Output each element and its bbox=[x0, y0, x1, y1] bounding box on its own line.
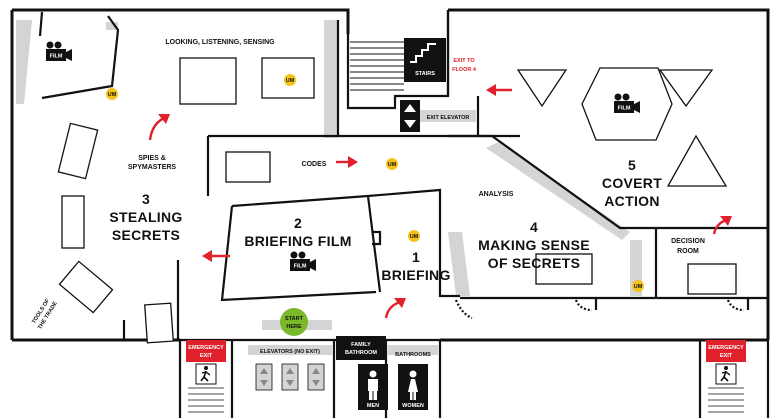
briefing-label: BRIEFING bbox=[381, 267, 450, 283]
making-sense-line1: MAKING SENSE bbox=[478, 237, 590, 253]
emergency-exit-left[interactable]: EMERGENCY EXIT bbox=[186, 340, 226, 413]
stealing-line2: SECRETS bbox=[112, 227, 180, 243]
interior-walls bbox=[38, 11, 770, 418]
analysis-label: ANALYSIS bbox=[479, 191, 514, 198]
film-camera-icon: FILM bbox=[46, 41, 72, 61]
emergency-left-line1: EMERGENCY bbox=[188, 345, 224, 351]
svg-text:FILM: FILM bbox=[50, 54, 63, 60]
making-sense-line2: OF SECRETS bbox=[488, 255, 580, 271]
svg-text:UM: UM bbox=[634, 284, 643, 290]
looking-label: LOOKING, LISTENING, SENSING bbox=[165, 39, 275, 46]
stairs-icon bbox=[410, 43, 436, 63]
um-badges: UM UM UM UM UM bbox=[106, 74, 644, 292]
elevators-label: ELEVATORS (NO EXIT) bbox=[260, 349, 320, 355]
um-badge-icon: UM bbox=[106, 88, 118, 100]
gray-corridors bbox=[16, 20, 642, 355]
emergency-stairs-left bbox=[188, 387, 224, 413]
direction-arrow-icon bbox=[486, 84, 512, 96]
outer-walls bbox=[10, 8, 770, 342]
svg-text:UM: UM bbox=[410, 234, 419, 240]
direction-arrow-icon bbox=[712, 216, 732, 235]
start-line2: HERE bbox=[286, 324, 302, 330]
exit-floor-line1: EXIT TO bbox=[453, 58, 475, 64]
elevator-up-icon bbox=[404, 104, 416, 112]
women-label: WOMEN bbox=[402, 403, 424, 409]
exit-floor-line2: FLOOR 4 bbox=[452, 67, 477, 73]
um-badge-icon: UM bbox=[408, 230, 420, 242]
briefing-film-number: 2 bbox=[294, 215, 302, 231]
exit-elevator[interactable]: EXIT ELEVATOR bbox=[400, 100, 469, 132]
emergency-left-line2: EXIT bbox=[200, 353, 213, 359]
elevators-no-exit[interactable]: ELEVATORS (NO EXIT) bbox=[255, 349, 325, 391]
start-here-badge[interactable]: START HERE bbox=[280, 308, 308, 336]
direction-arrow-icon bbox=[148, 114, 170, 141]
briefing-film-label: BRIEFING FILM bbox=[244, 233, 351, 249]
svg-text:FILM: FILM bbox=[294, 264, 307, 270]
elevator-arrows-icon bbox=[260, 368, 320, 386]
decision-line1: DECISION bbox=[671, 238, 705, 245]
emergency-right-line1: EMERGENCY bbox=[708, 345, 744, 351]
room-labels: LOOKING, LISTENING, SENSING 3 STEALING S… bbox=[31, 39, 705, 331]
decision-line2: ROOM bbox=[677, 248, 699, 255]
direction-arrows bbox=[148, 84, 732, 319]
stairs-area: STAIRS bbox=[350, 38, 446, 91]
um-badge-icon: UM bbox=[284, 74, 296, 86]
elevator-down-icon bbox=[404, 120, 416, 128]
making-sense-number: 4 bbox=[530, 219, 538, 235]
stealing-line1: STEALING bbox=[109, 209, 182, 225]
svg-text:UM: UM bbox=[286, 78, 295, 84]
svg-text:UM: UM bbox=[108, 92, 117, 98]
exit-running-icon bbox=[720, 366, 731, 382]
film-markers: FILM FILM FILM bbox=[46, 41, 640, 271]
covert-number: 5 bbox=[628, 157, 636, 173]
svg-text:UM: UM bbox=[388, 162, 397, 168]
spies-line2: SPYMASTERS bbox=[128, 164, 177, 171]
covert-line2: ACTION bbox=[604, 193, 659, 209]
exit-elevator-label: EXIT ELEVATOR bbox=[427, 115, 470, 121]
stairs-label: STAIRS bbox=[415, 71, 435, 77]
family-line1: FAMILY bbox=[351, 342, 371, 348]
um-badge-icon: UM bbox=[632, 280, 644, 292]
emergency-stairs-right bbox=[708, 387, 744, 413]
svg-text:FILM: FILM bbox=[618, 106, 631, 112]
covert-line1: COVERT bbox=[602, 175, 662, 191]
men-label: MEN bbox=[367, 403, 379, 409]
direction-arrow-icon bbox=[202, 250, 230, 262]
family-line2: BATHROOM bbox=[345, 350, 377, 356]
man-icon bbox=[368, 370, 378, 400]
direction-arrow-icon bbox=[336, 156, 358, 168]
exit-running-icon bbox=[200, 366, 211, 382]
spies-line1: SPIES & bbox=[138, 155, 166, 162]
codes-label: CODES bbox=[302, 161, 327, 168]
um-badge-icon: UM bbox=[386, 158, 398, 170]
bathrooms[interactable]: BATHROOMS WOMEN bbox=[395, 352, 431, 410]
film-camera-icon: FILM bbox=[290, 251, 316, 271]
emergency-right-line2: EXIT bbox=[720, 353, 733, 359]
emergency-exit-right[interactable]: EMERGENCY EXIT bbox=[706, 340, 746, 413]
stealing-number: 3 bbox=[142, 191, 150, 207]
bathrooms-label: BATHROOMS bbox=[395, 352, 431, 358]
woman-icon bbox=[408, 370, 418, 400]
direction-arrow-icon bbox=[384, 298, 406, 319]
briefing-number: 1 bbox=[412, 249, 420, 265]
exit-to-floor-4[interactable]: EXIT TO FLOOR 4 bbox=[452, 58, 477, 73]
start-line1: START bbox=[285, 316, 304, 322]
family-bathroom[interactable]: FAMILY BATHROOM MEN bbox=[336, 336, 388, 410]
stair-treads bbox=[350, 41, 404, 91]
film-camera-icon: FILM bbox=[614, 93, 640, 113]
